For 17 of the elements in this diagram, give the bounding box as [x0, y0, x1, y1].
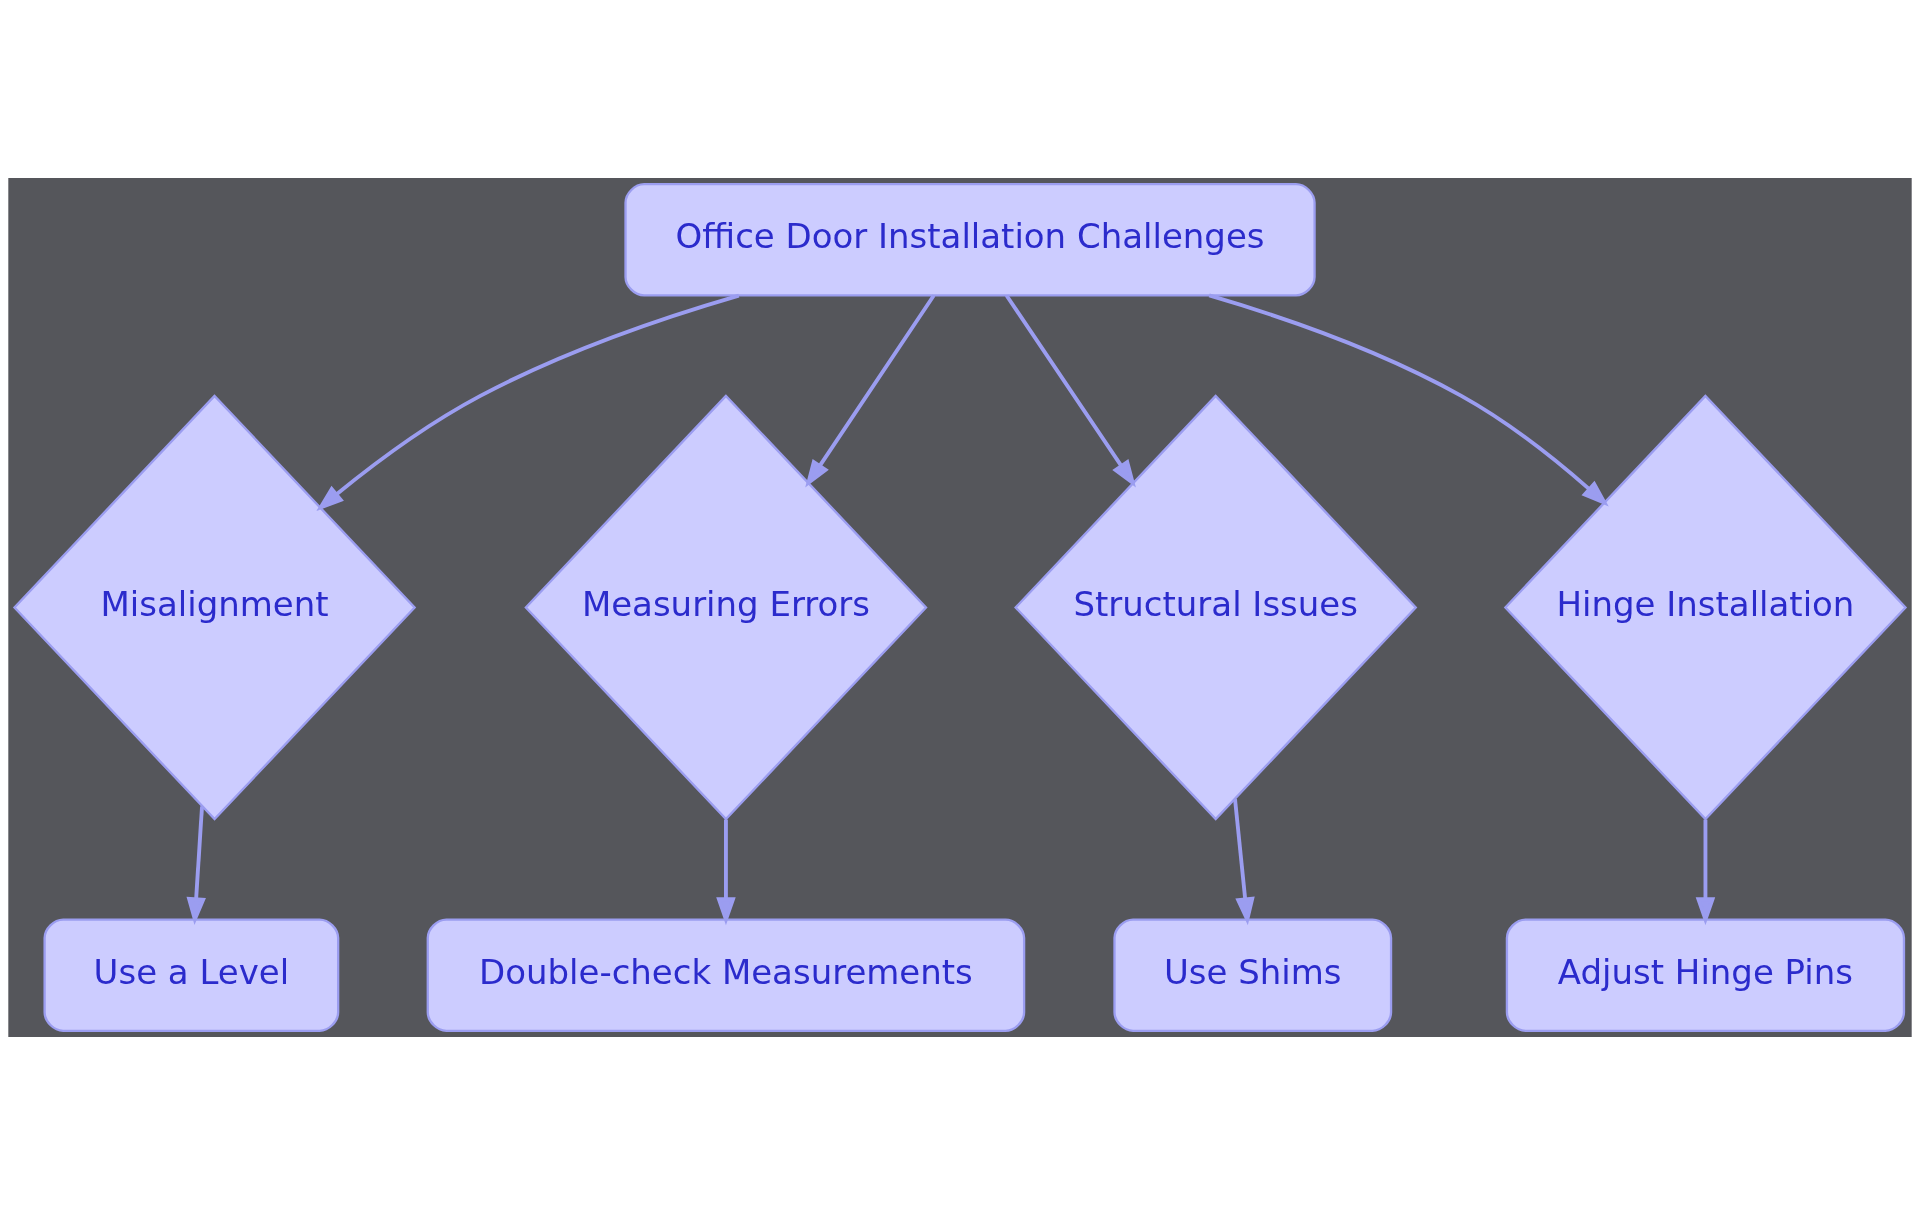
node-diamond: Misalignment — [12, 394, 417, 821]
node-diamond: Measuring Errors — [524, 394, 928, 821]
arrow — [1208, 293, 1609, 507]
node-diamond: Structural Issues — [1014, 394, 1418, 821]
arrow — [186, 806, 206, 926]
arrow — [1695, 819, 1716, 926]
arrow — [805, 294, 936, 488]
node-box: Adjust Hinge Pins — [1505, 918, 1906, 1032]
arrow — [1233, 798, 1255, 926]
node-box: Office Door Installation Challenges — [624, 183, 1316, 297]
node-diamond: Hinge Installation — [1503, 394, 1908, 821]
node-box: Use Shims — [1113, 918, 1393, 1032]
node-box: Double-check Measurements — [426, 918, 1026, 1032]
arrow — [716, 819, 736, 926]
arrow — [1004, 294, 1136, 488]
arrow — [316, 293, 740, 512]
node-box: Use a Level — [43, 918, 340, 1032]
